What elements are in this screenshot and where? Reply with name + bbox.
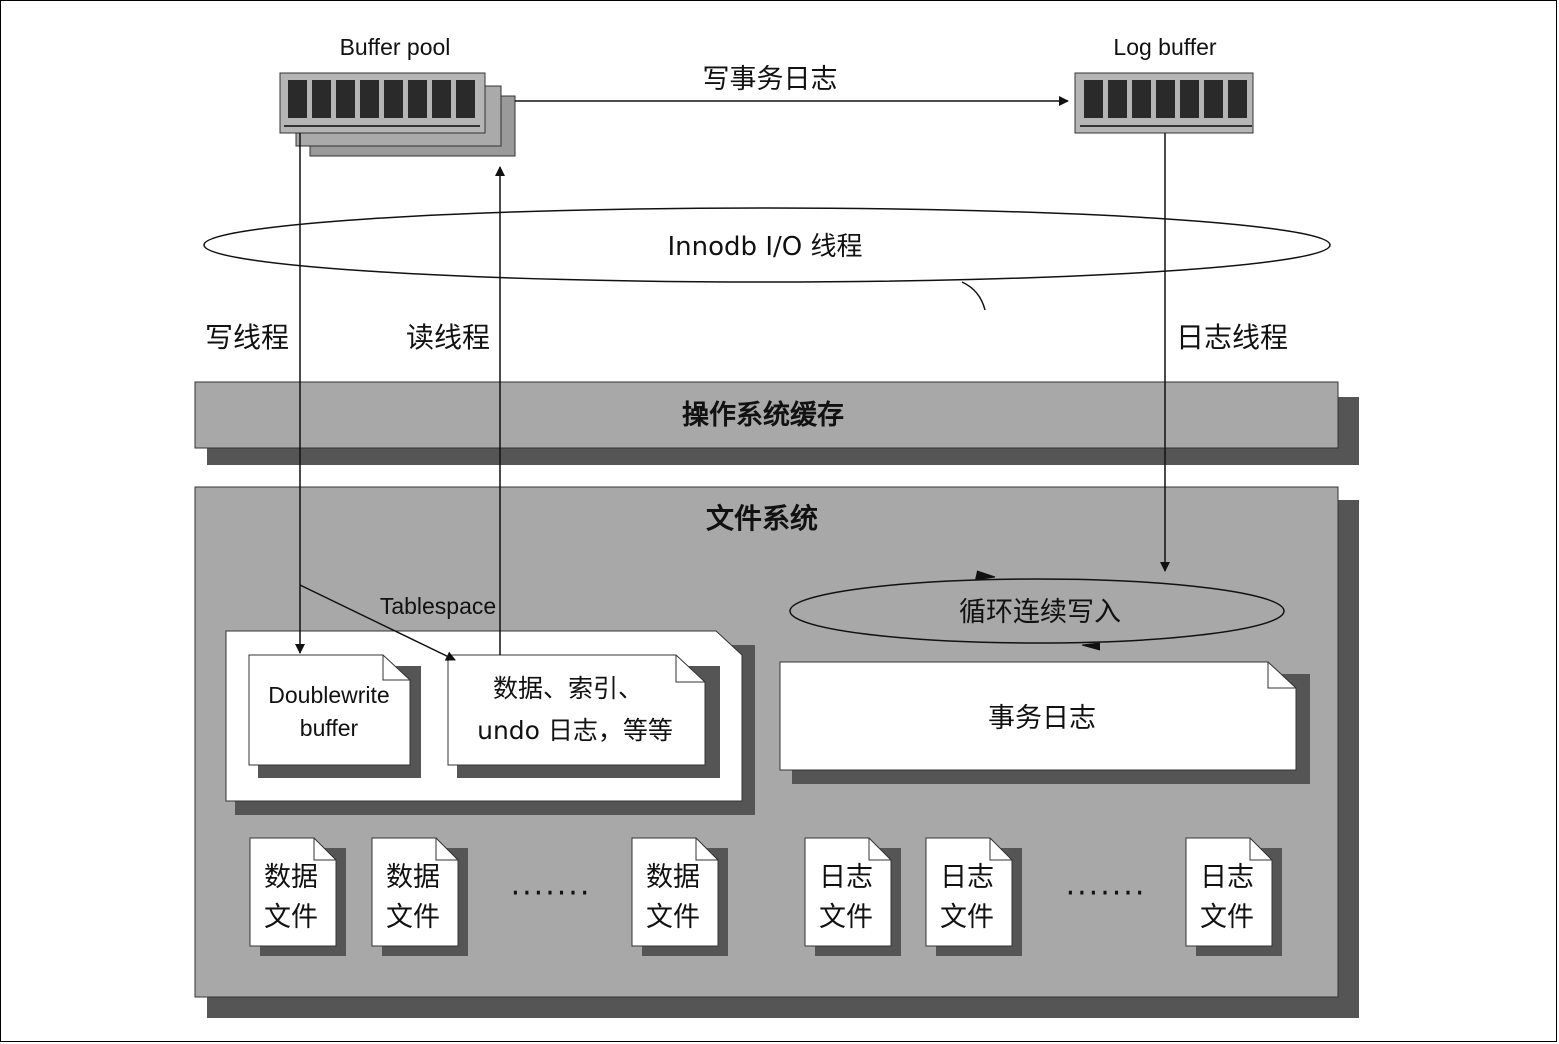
data-index-line1: 数据、索引、 — [493, 674, 643, 703]
file-system-label: 文件系统 — [706, 502, 818, 535]
doublewrite-line2: buffer — [300, 715, 359, 741]
data-file-text: 文件 — [646, 902, 700, 933]
memory-chip — [360, 80, 379, 118]
data-file-text: 数据 — [386, 862, 440, 893]
txn-log-label: 事务日志 — [988, 703, 1096, 734]
write-txn-log-label: 写事务日志 — [703, 64, 838, 95]
log-file-text: 日志 — [819, 862, 873, 893]
log-file-text: 日志 — [940, 862, 994, 893]
data-files-ellipsis: ······· — [511, 876, 592, 911]
circular-write-label: 循环连续写入 — [959, 597, 1121, 628]
memory-chip — [312, 80, 331, 118]
os-cache-label: 操作系统缓存 — [682, 399, 844, 431]
memory-chip — [384, 80, 403, 118]
memory-chip — [1204, 80, 1223, 118]
tablespace-label: Tablespace — [380, 593, 496, 619]
data-index-line2: undo 日志，等等 — [477, 716, 673, 745]
log-thread-label: 日志线程 — [1176, 321, 1288, 354]
io-threads-label: Innodb I/O 线程 — [668, 232, 863, 262]
memory-chip — [408, 80, 427, 118]
buffer-pool-label: Buffer pool — [340, 34, 451, 60]
log-file-text: 文件 — [940, 902, 994, 933]
log-file-text: 文件 — [1200, 902, 1254, 933]
log-file-text: 日志 — [1200, 862, 1254, 893]
data-file-text: 文件 — [264, 902, 318, 933]
circular-write-ellipse — [789, 578, 1285, 644]
log-file-text: 文件 — [819, 902, 873, 933]
log-buffer-module: Log buffer — [1074, 34, 1254, 134]
doublewrite-line1: Doublewrite — [268, 682, 389, 708]
circular-arrowhead-top — [974, 570, 996, 581]
memory-chip — [288, 80, 307, 118]
memory-chip — [336, 80, 355, 118]
read-thread-label: 读线程 — [406, 321, 490, 354]
memory-chip — [1132, 80, 1151, 118]
log-buffer-label: Log buffer — [1113, 34, 1217, 60]
data-file-text: 数据 — [646, 862, 700, 893]
doublewrite-buffer-doc: Doublewrite buffer — [248, 654, 421, 778]
os-cache-bar: 操作系统缓存 — [194, 381, 1359, 465]
doublewrite-to-data-arrow — [299, 584, 456, 661]
memory-chip — [1228, 80, 1247, 118]
write-thread-label: 写线程 — [205, 321, 289, 354]
data-index-undo-doc: 数据、索引、 undo 日志，等等 — [447, 654, 720, 778]
data-file-text: 文件 — [386, 902, 440, 933]
memory-chip — [432, 80, 451, 118]
memory-chip — [1156, 80, 1175, 118]
memory-chip — [1084, 80, 1103, 118]
memory-chip — [1108, 80, 1127, 118]
memory-chip — [1180, 80, 1199, 118]
log-files-ellipsis: ······· — [1066, 876, 1147, 911]
io-threads-ellipse — [203, 207, 1331, 283]
memory-chip — [456, 80, 475, 118]
txn-log-doc: 事务日志 — [779, 661, 1310, 784]
data-file-text: 数据 — [264, 862, 318, 893]
buffer-pool-module: Buffer pool — [279, 34, 516, 157]
io-threads-tail — [961, 281, 986, 311]
circular-arrowhead-bottom — [1081, 642, 1101, 651]
